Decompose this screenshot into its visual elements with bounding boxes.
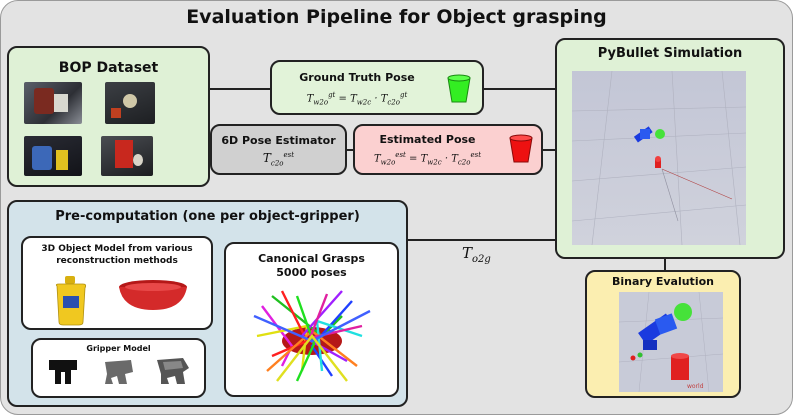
object-model-title-line1: 3D Object Model from various <box>41 244 193 254</box>
ground-truth-pose-title: Ground Truth Pose <box>299 71 415 84</box>
canonical-grasps-title-line1: Canonical Grasps <box>258 252 365 265</box>
connector-estimated-to-sim <box>542 149 557 151</box>
connector-estimator-to-estimated <box>346 149 354 151</box>
object-model-title-line2: reconstruction methods <box>56 256 178 266</box>
bop-dataset-panel: BOP Dataset <box>7 46 210 187</box>
estimated-pose-equation: Tw2oest = Tw2c · Tc2oest <box>373 151 482 167</box>
red-cylinder-close-up-icon <box>671 353 689 380</box>
connector-precomp-to-sim <box>408 239 557 241</box>
red-cup-icon <box>509 134 533 163</box>
precomputation-panel: Pre-computation (one per object-gripper)… <box>7 200 408 407</box>
simulation-viewport <box>572 71 746 245</box>
canonical-grasps-title-line2: 5000 poses <box>276 266 347 279</box>
transform-label: To2g <box>462 244 491 265</box>
scene-photo-toys <box>105 82 155 124</box>
estimated-pose-box: Estimated Pose Tw2oest = Tw2c · Tc2oest <box>353 124 543 175</box>
green-cup-icon <box>447 74 471 103</box>
bop-dataset-title: BOP Dataset <box>58 60 159 76</box>
binary-evaluation-panel: Binary Evalution world <box>585 270 741 398</box>
scene-photo-mug <box>24 136 82 176</box>
binary-evaluation-title: Binary Evalution <box>612 275 714 288</box>
ground-truth-equation: Tw2ogt = Tw2c · Tc2ogt <box>306 91 408 107</box>
pybullet-simulation-title: PyBullet Simulation <box>597 46 743 61</box>
diagram-title: Evaluation Pipeline for Object grasping <box>186 6 607 28</box>
pose-estimator-equation: Tc2oest <box>262 151 295 168</box>
pybullet-simulation-panel: PyBullet Simulation <box>555 38 785 259</box>
connector-sim-to-binary <box>664 258 666 272</box>
connector-gt-to-sim <box>483 88 557 90</box>
estimated-pose-title: Estimated Pose <box>379 133 476 146</box>
gripper-black-icon <box>49 360 77 384</box>
connector-bop-to-gt <box>208 88 272 90</box>
robot-gripper-icon <box>633 126 665 143</box>
object-model-box: 3D Object Model from various reconstruct… <box>21 236 213 330</box>
mustard-bottle-icon <box>55 276 87 326</box>
pose-estimator-title: 6D Pose Estimator <box>221 134 336 147</box>
gripper-model-box: Gripper Model <box>31 338 206 398</box>
scene-photo-clutter <box>24 82 82 124</box>
gripper-shaded-icon <box>157 358 189 384</box>
ground-truth-pose-box: Ground Truth Pose Tw2ogt = Tw2c · Tc2ogt <box>270 60 484 115</box>
scene-photo-cheezit <box>101 136 153 176</box>
binary-evaluation-viewport: world <box>619 292 723 392</box>
red-bowl-icon <box>119 280 187 310</box>
pose-estimator-box: 6D Pose Estimator Tc2oest <box>210 124 347 175</box>
gripper-gray-icon <box>105 360 133 384</box>
canonical-grasps-icon <box>253 290 371 382</box>
canonical-grasps-box: Canonical Grasps 5000 poses <box>224 242 399 397</box>
gripper-close-up-icon <box>638 303 692 350</box>
gripper-model-title: Gripper Model <box>86 344 151 353</box>
precomputation-title: Pre-computation (one per object-gripper) <box>55 209 360 224</box>
red-cylinder-icon <box>655 159 661 168</box>
world-label: world <box>687 383 704 390</box>
